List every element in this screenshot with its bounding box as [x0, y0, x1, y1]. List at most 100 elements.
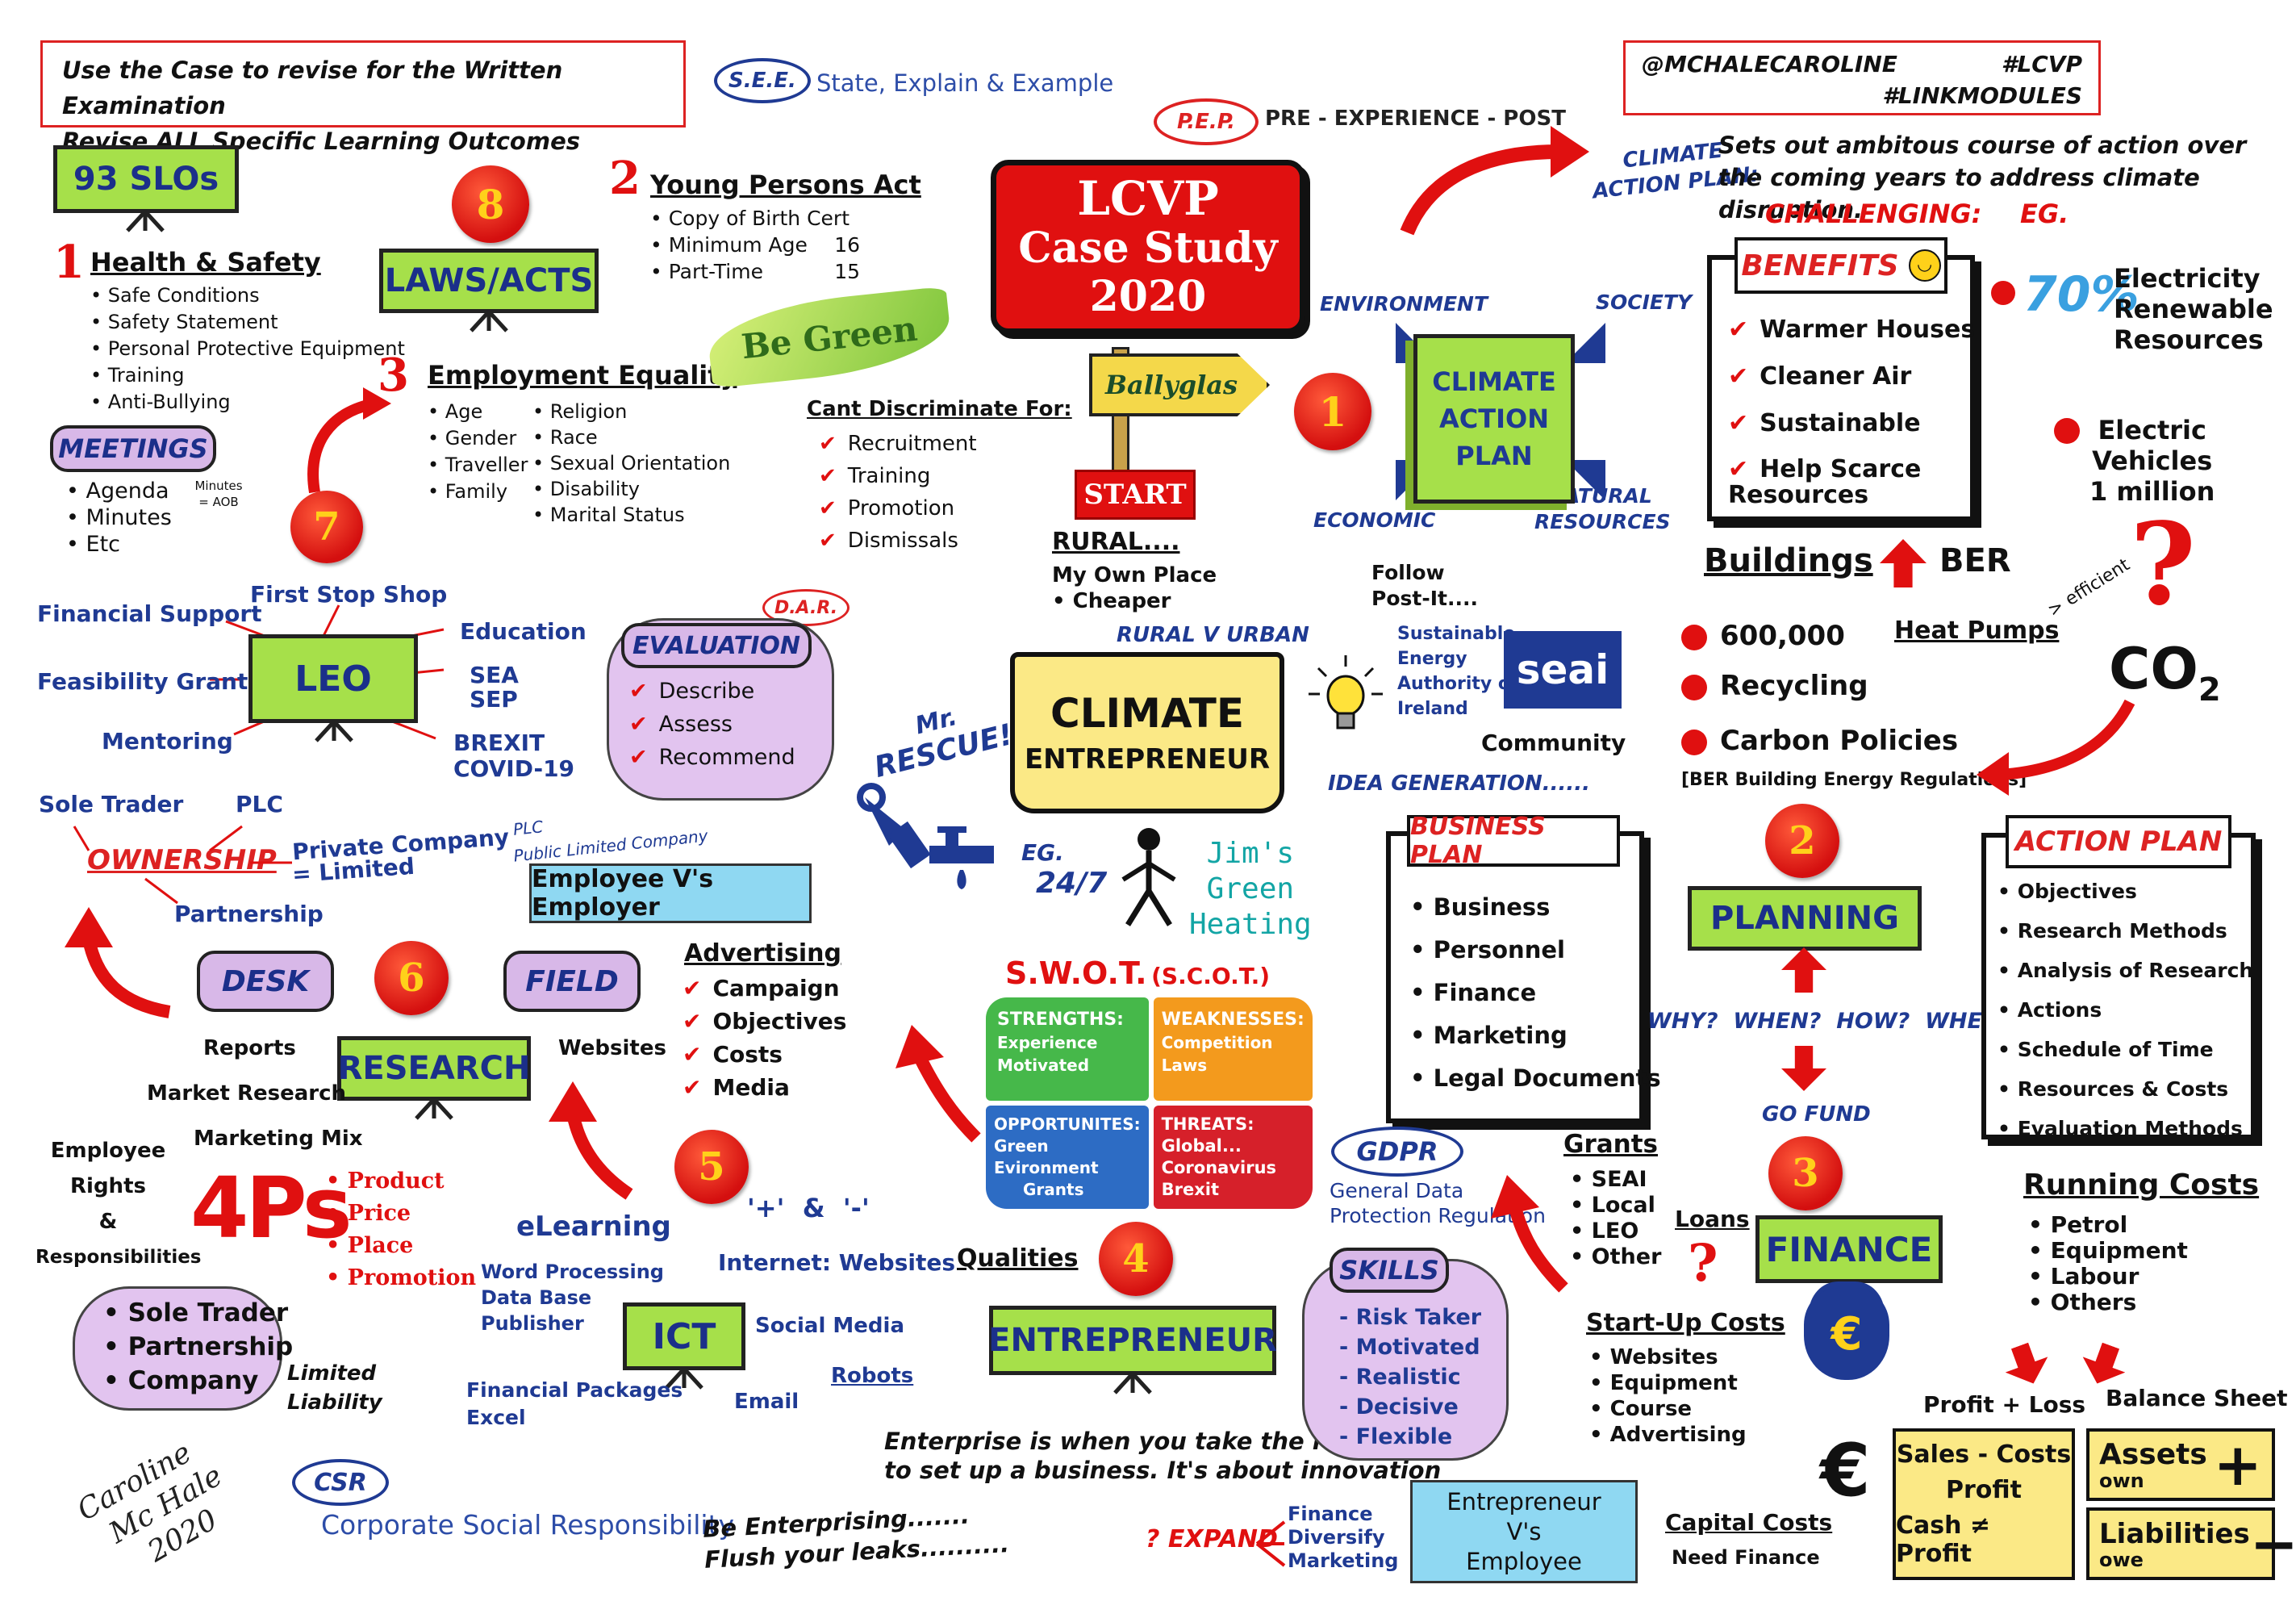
title-line-1: LCVP: [1077, 171, 1219, 226]
list-item: • Evaluation Methods: [1998, 1117, 2243, 1140]
swot-threats: THREATS: Global... Coronavirus Brexit: [1153, 1106, 1313, 1209]
laws-label: LAWS/ACTS: [384, 262, 594, 299]
finance-label: FINANCE: [1765, 1229, 1933, 1269]
list-item-text: Promotion: [847, 496, 955, 521]
challenging-eg: EG.: [2020, 199, 2069, 229]
list-item-text: Personnel: [1433, 936, 1565, 964]
list-item-text: Price: [347, 1201, 411, 1226]
benefits-list: ✔Warmer Houses ✔Cleaner Air ✔Sustainable…: [1728, 307, 1975, 508]
list-item: ✔Describe: [629, 675, 795, 708]
weaknesses-item: Competition: [1161, 1033, 1273, 1052]
ownership-plc: PLC: [236, 791, 283, 817]
list-item: ✔Recruitment: [819, 428, 977, 460]
bullet-dot-icon: [1991, 281, 2015, 305]
list-item-text: Recruitment: [847, 432, 977, 456]
list-item: ✔Costs: [683, 1038, 846, 1071]
laws-easel-legs: [470, 311, 508, 332]
checkmark-icon: ✔: [683, 975, 702, 1001]
ict-email: Email: [734, 1390, 799, 1414]
see-badge-text: S.E.E.: [728, 69, 796, 93]
balance-sheet-title: Balance Sheet: [2106, 1385, 2288, 1411]
list-item: • Agenda: [66, 479, 169, 504]
list-item-text: Warmer Houses: [1760, 316, 1976, 344]
financial-line-2: Excel: [466, 1406, 526, 1429]
loans-question-icon: ?: [1688, 1233, 1718, 1294]
slos-board: 93 SLOs: [53, 145, 239, 213]
planning-questions: WHY? WHEN? HOW? WHERE?: [1647, 1009, 2027, 1034]
ownership-partnership: Partnership: [174, 901, 324, 927]
opportunities-item: Evironment: [994, 1158, 1099, 1177]
list-item-text: Cleaner Air: [1760, 362, 1912, 391]
start-banner: START: [1075, 470, 1196, 520]
weaknesses-item: Laws: [1161, 1056, 1208, 1075]
climate-action-plan-book: CLIMATE ACTION PLAN: [1413, 334, 1575, 504]
rights-line-2: Rights: [70, 1174, 146, 1198]
list-item: • Partnership: [103, 1332, 294, 1361]
expand-label: ? EXPAND: [1146, 1525, 1278, 1553]
signature: Caroline Mc Hale 2020: [72, 1428, 247, 1590]
business-plan-header: BUSINESS PLAN: [1407, 813, 1620, 869]
fourps-label: 4Ps: [190, 1159, 353, 1257]
ownership-label: OWNERSHIP: [87, 844, 277, 876]
desk-label: DESK: [197, 951, 334, 1012]
action-plan-panel: [1981, 833, 2256, 1139]
pep-badge-text: P.E.P.: [1176, 110, 1236, 134]
list-item: • Equipment: [1589, 1371, 1738, 1395]
jims-line-2: Green: [1206, 872, 1295, 905]
skills-list: - Risk Taker - Motivated - Realistic - D…: [1339, 1302, 1481, 1452]
list-item: • Actions: [1998, 998, 2102, 1022]
list-item: • Other: [1570, 1244, 1662, 1269]
section-3-number: 3: [1792, 1151, 1819, 1196]
checkmark-icon: ✔: [1728, 362, 1749, 391]
list-item: • Disability: [532, 478, 641, 500]
list-item-text: Realistic: [1355, 1365, 1461, 1390]
rights-line-3: &: [98, 1210, 118, 1234]
list-item-text: Safety Statement: [107, 311, 278, 333]
ict-financial-packages: Financial Packages Excel: [466, 1377, 683, 1432]
employee-employer-box: Employee V's Employer: [529, 863, 812, 923]
swot-arrow-icon: [895, 1025, 981, 1143]
research-label: RESEARCH: [337, 1050, 531, 1087]
desk-text: DESK: [221, 964, 310, 998]
section-5-number: 5: [698, 1144, 725, 1189]
list-item: • Petrol: [2028, 1211, 2128, 1238]
csr-text: Corporate Social Responsibility: [321, 1509, 735, 1541]
cant-discriminate-list: ✔Recruitment ✔Training ✔Promotion ✔Dismi…: [819, 428, 977, 557]
up-arrow-icon: [1880, 539, 1927, 587]
leo-board: LEO: [248, 634, 418, 723]
list-item: • Company: [103, 1366, 259, 1395]
leo-education: Education: [460, 618, 587, 645]
list-item-text: Costs: [712, 1041, 783, 1068]
opportunities-item: Grants: [1023, 1180, 1084, 1199]
co2-label: CO2: [2109, 636, 2221, 709]
list-item: • Advertising: [1589, 1423, 1747, 1447]
rights-line-4: Responsibilities: [35, 1247, 202, 1268]
be-green-leaf: Be Green: [704, 286, 954, 389]
strengths-item: Experience: [997, 1033, 1098, 1052]
eg-247: 24/7: [1036, 867, 1108, 900]
list-item: • Place: [326, 1233, 414, 1258]
list-item-text: Analysis of Research: [2017, 959, 2254, 982]
checkmark-icon: ✔: [1728, 455, 1749, 483]
checkmark-icon: ✔: [629, 679, 648, 704]
list-item-text: Research Methods: [2017, 919, 2227, 943]
plus-minus: '+' & '-': [747, 1193, 870, 1223]
csr-label: CSR: [314, 1468, 367, 1497]
enterprise-definition: Enterprise is when you take the risk to …: [884, 1427, 1441, 1485]
section-7-badge: 7: [290, 491, 363, 563]
pep-badge: P.E.P.: [1154, 98, 1259, 145]
health-safety-heading: Health & Safety: [90, 247, 321, 278]
ev-line-2: Vehicles: [2092, 445, 2213, 476]
flush-text: Be Enterprising....... Flush your leaks.…: [702, 1498, 1010, 1575]
list-item-text: Race: [549, 426, 598, 449]
dir-environment: ENVIRONMENT: [1320, 292, 1488, 316]
list-item: • Family: [428, 480, 508, 503]
swot-strengths: STRENGTHS: Experience Motivated: [986, 997, 1149, 1101]
list-item: • Race: [532, 426, 598, 449]
leo-mentoring: Mentoring: [102, 728, 233, 755]
research-reports: Reports: [203, 1036, 296, 1060]
entrepreneur-label: ENTREPRENEUR: [988, 1322, 1277, 1359]
swot-weaknesses: WEAKNESSES: Competition Laws: [1153, 997, 1313, 1101]
